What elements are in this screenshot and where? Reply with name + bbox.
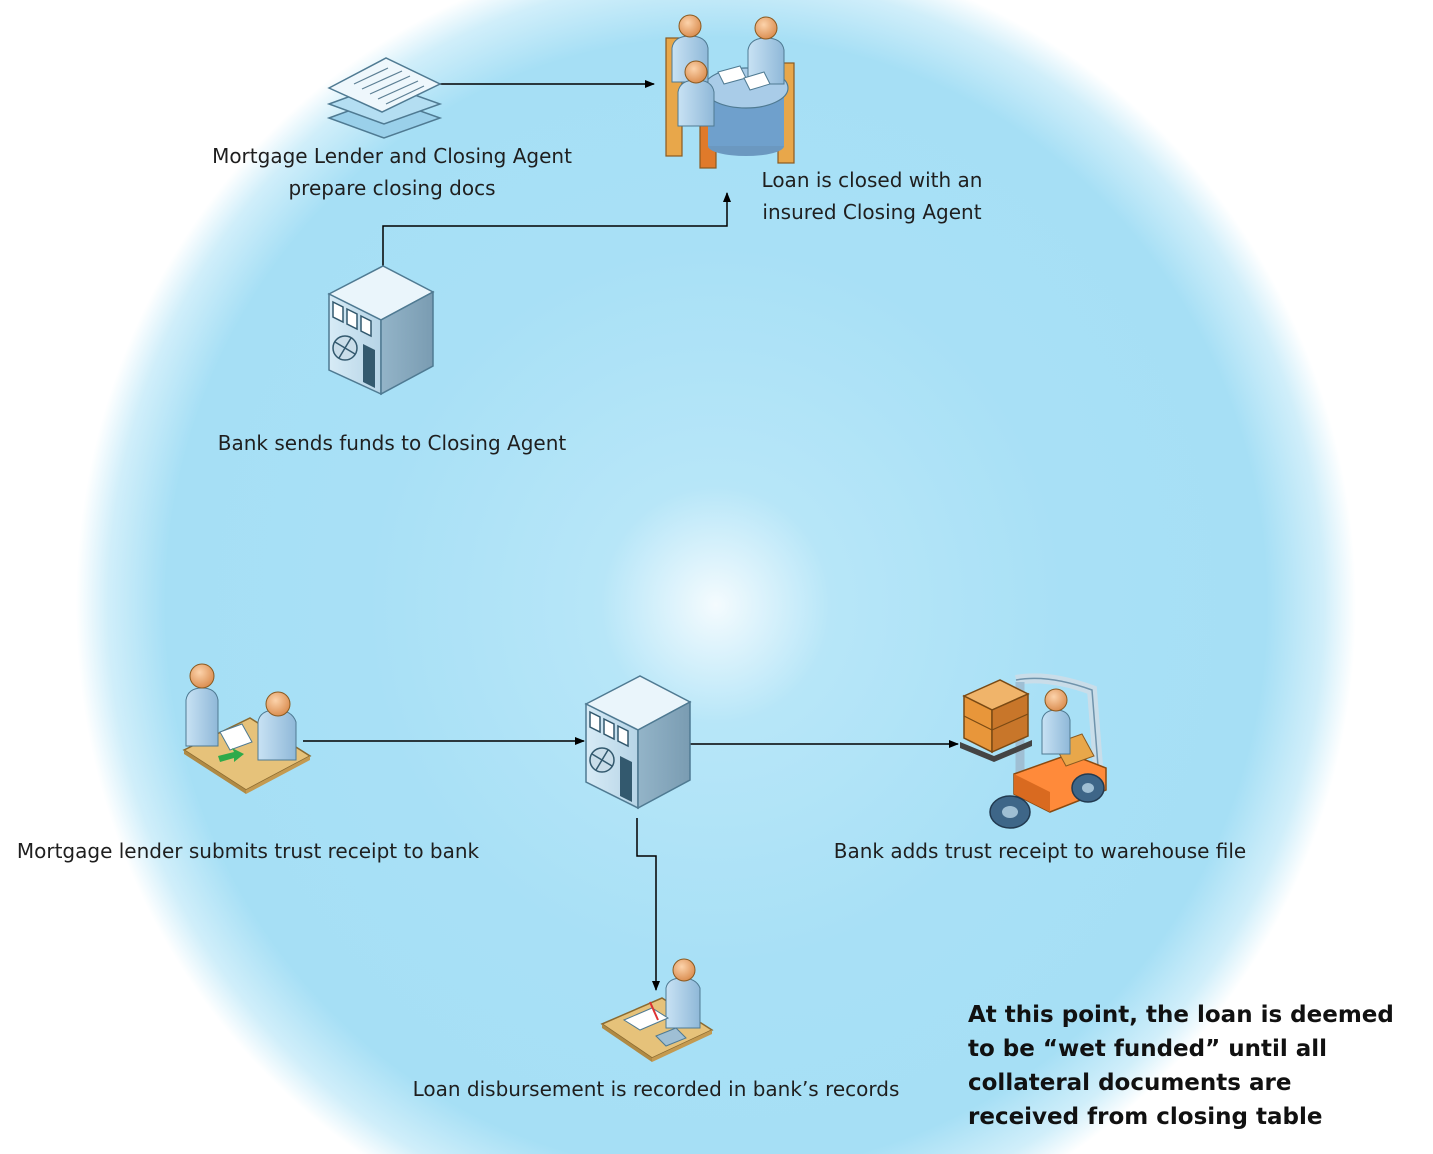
loan-closed-line1: Loan is closed with an [761,168,983,192]
note-line3: collateral documents are [968,1070,1292,1096]
closing-table-meeting-icon [665,14,795,169]
connector-bank-to-meeting [382,192,731,266]
note-line1: At this point, the loan is deemed [968,1002,1394,1028]
bank-building-icon [584,675,692,810]
prepare-docs-label: Mortgage Lender and Closing Agent prepar… [190,140,594,204]
records-clerk-icon [600,958,714,1062]
loan-closed-line2: insured Closing Agent [762,200,982,224]
loan-closed-label: Loan is closed with an insured Closing A… [732,164,1012,228]
bank-building-icon [327,265,435,396]
note-line4: received from closing table [968,1104,1323,1130]
wet-funded-note: At this point, the loan is deemed to be … [968,998,1394,1134]
connectors [303,80,959,991]
prepare-docs-line1: Mortgage Lender and Closing Agent [212,144,572,168]
bank-adds-label: Bank adds trust receipt to warehouse fil… [833,839,1247,863]
bank-sends-funds-label: Bank sends funds to Closing Agent [217,431,567,455]
disbursement-label: Loan disbursement is recorded in bank’s … [412,1077,900,1101]
connector-bank-to-records [636,818,660,991]
document-handoff-icon [182,663,312,794]
prepare-docs-line2: prepare closing docs [288,176,496,200]
lender-submits-label: Mortgage lender submits trust receipt to… [16,839,480,863]
forklift-warehouse-icon [960,673,1107,829]
documents-stack-icon [326,57,443,139]
note-line2: to be “wet funded” until all [968,1036,1328,1062]
